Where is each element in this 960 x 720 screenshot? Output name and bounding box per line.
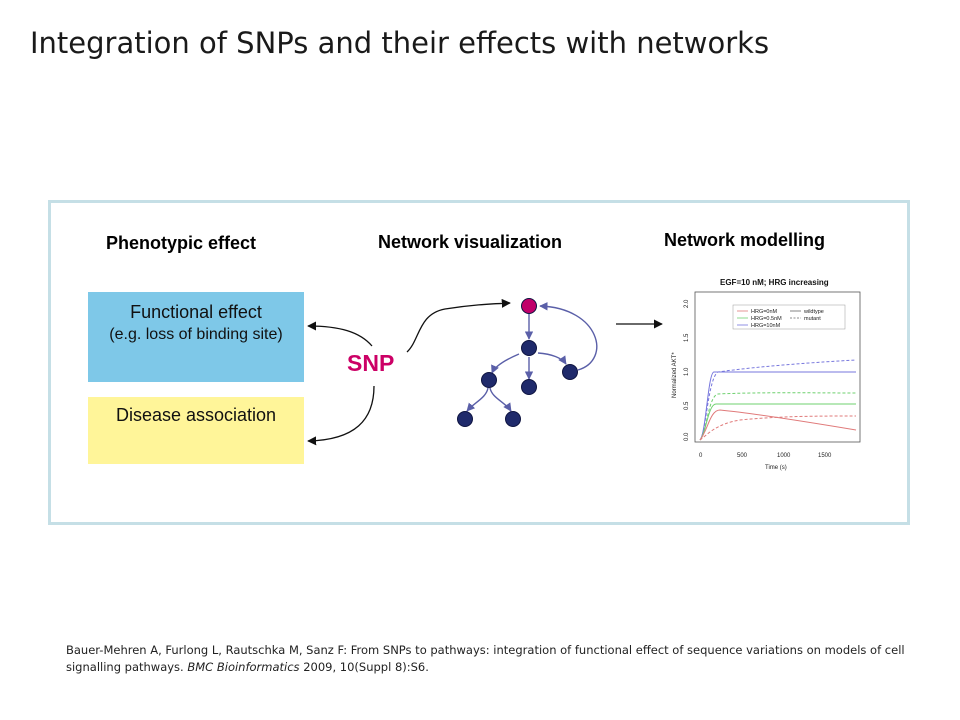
plot-x-ticks: 0 500 1000 1500 bbox=[699, 453, 832, 459]
edge-hub-to-right bbox=[537, 352, 567, 365]
citation-journal: BMC Bioinformatics bbox=[187, 660, 300, 674]
x-tick-0: 0 bbox=[699, 453, 703, 459]
diagram-panel bbox=[48, 200, 910, 525]
legend-hrg10: HRG=10nM bbox=[751, 323, 781, 329]
slide-title: Integration of SNPs and their effects wi… bbox=[30, 26, 770, 60]
plot-x-label: Time (s) bbox=[765, 465, 787, 471]
plot-curves bbox=[699, 359, 857, 441]
functional-effect-label: Functional effect bbox=[130, 302, 262, 322]
simulation-plot: 0.0 0.5 1.0 1.5 2.0 Normalized AKT* 0 50… bbox=[672, 291, 861, 471]
y-tick-0: 0.0 bbox=[684, 432, 690, 441]
network-nodes bbox=[457, 298, 578, 427]
snp-label: SNP bbox=[347, 350, 395, 376]
network-node-root bbox=[521, 298, 537, 314]
edge-hub-to-left bbox=[491, 353, 520, 374]
arrow-snp-to-network bbox=[406, 298, 511, 353]
curve-hrg05-mutant bbox=[699, 392, 857, 441]
edge-feedback-loop bbox=[539, 302, 598, 371]
citation-rest: 2009, 10(Suppl 8):S6. bbox=[303, 660, 429, 674]
arrow-snp-to-functional bbox=[307, 321, 373, 347]
edge-left-to-bottom-right bbox=[489, 387, 512, 412]
disease-association-box: Disease association bbox=[88, 397, 304, 464]
plot-legend bbox=[732, 304, 846, 330]
plot-y-label: Normalized AKT* bbox=[672, 352, 678, 398]
network-edges bbox=[466, 302, 598, 412]
functional-effect-box: Functional effect (e.g. loss of binding … bbox=[88, 292, 304, 382]
y-tick-2: 1.0 bbox=[684, 367, 690, 376]
network-node-bottom-right bbox=[505, 411, 521, 427]
heading-network-modelling: Network modelling bbox=[664, 230, 826, 250]
plot-title: EGF=10 nM; HRG increasing bbox=[720, 278, 829, 287]
x-tick-1: 500 bbox=[737, 453, 748, 459]
y-tick-4: 2.0 bbox=[684, 299, 690, 308]
citation-text: Bauer-Mehren A, Furlong L, Rautschka M, … bbox=[66, 643, 905, 674]
network-node-left bbox=[481, 372, 497, 388]
legend-mutant: mutant bbox=[804, 316, 821, 322]
x-tick-3: 1500 bbox=[818, 453, 832, 459]
y-tick-1: 0.5 bbox=[684, 401, 690, 410]
heading-phenotypic-effect: Phenotypic effect bbox=[106, 233, 257, 253]
arrow-snp-to-disease bbox=[307, 385, 375, 446]
network-node-right bbox=[562, 364, 578, 380]
network-node-hub bbox=[521, 340, 537, 356]
legend-hrg05: HRG=0.5nM bbox=[751, 316, 782, 322]
curve-hrg0-wildtype bbox=[699, 409, 857, 441]
x-tick-2: 1000 bbox=[777, 453, 791, 459]
functional-effect-detail: (e.g. loss of binding site) bbox=[109, 326, 283, 343]
disease-association-label: Disease association bbox=[115, 405, 277, 425]
y-tick-3: 1.5 bbox=[684, 333, 690, 342]
citation: Bauer-Mehren A, Furlong L, Rautschka M, … bbox=[66, 642, 926, 676]
network-node-down bbox=[521, 379, 537, 395]
plot-legend-entries: HRG=0nM HRG=0.5nM HRG=10nM wildtype muta… bbox=[737, 309, 824, 329]
heading-network-visualization: Network visualization bbox=[378, 232, 563, 252]
legend-wildtype: wildtype bbox=[803, 309, 824, 315]
plot-y-ticks: 0.0 0.5 1.0 1.5 2.0 bbox=[684, 299, 690, 441]
curve-hrg10-mutant bbox=[699, 359, 857, 441]
edge-left-to-bottom-left bbox=[466, 387, 489, 412]
curve-hrg0-mutant bbox=[699, 415, 857, 441]
network-node-bottom-left bbox=[457, 411, 473, 427]
legend-hrg0: HRG=0nM bbox=[751, 309, 778, 315]
